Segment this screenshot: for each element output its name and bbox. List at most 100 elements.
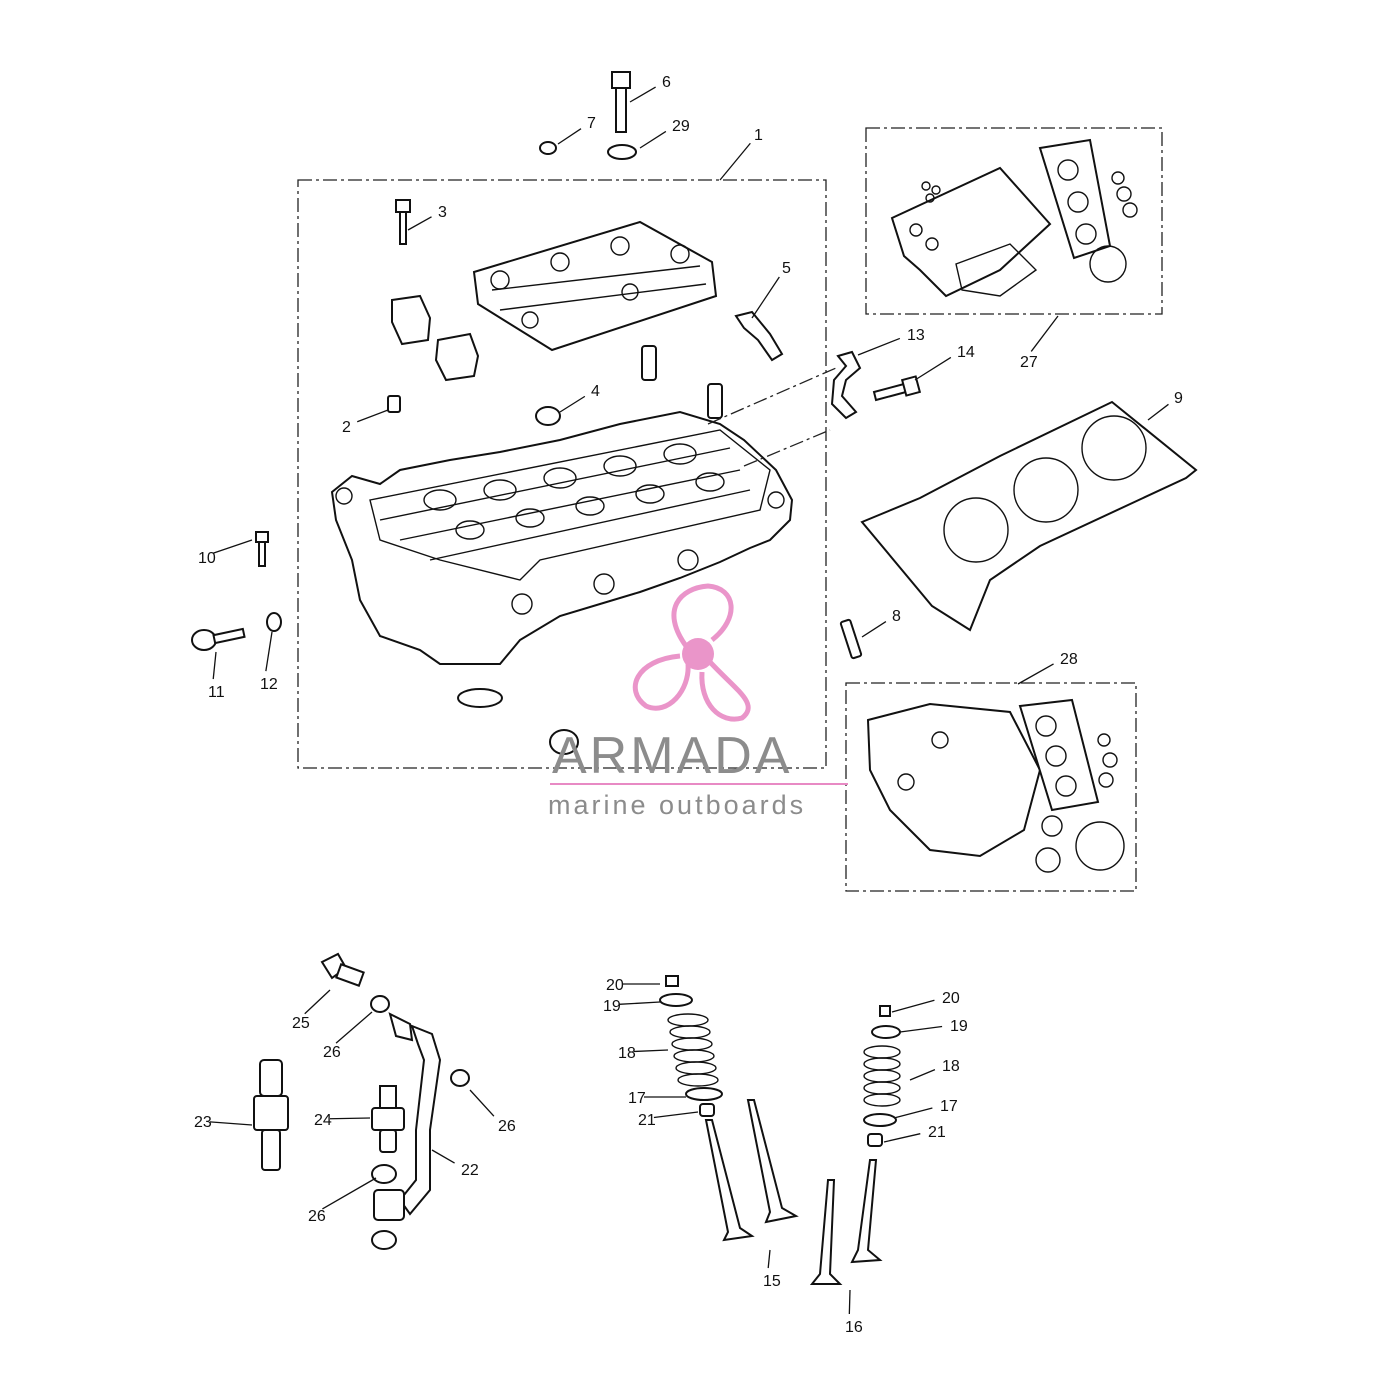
callout-label-c26c: 26 — [308, 1208, 326, 1225]
callout-label-c20: 20 — [606, 977, 624, 994]
callout-label-c6: 6 — [662, 74, 671, 91]
callout-leader-c14 — [914, 356, 952, 381]
cam-cap-right — [434, 332, 480, 382]
dowel-2-icon — [387, 395, 401, 413]
callout-leader-c10 — [213, 539, 253, 554]
callout-label-c11: 11 — [208, 684, 225, 701]
washer-12-icon — [266, 612, 282, 632]
callout-leader-c5 — [751, 276, 780, 319]
callout-leader-c26b — [469, 1089, 495, 1117]
callout-label-c14: 14 — [957, 344, 975, 361]
callout-leader-c20b — [891, 999, 935, 1013]
callout-label-c20b: 20 — [942, 990, 960, 1007]
callout-label-c3: 3 — [438, 204, 447, 221]
washer-29-icon — [607, 144, 637, 160]
callout-label-c23: 23 — [194, 1114, 212, 1131]
callout-leader-c25 — [304, 989, 331, 1015]
dowel-8-icon — [839, 618, 863, 660]
callout-label-c2: 2 — [342, 419, 351, 436]
callout-leader-c27 — [1030, 315, 1059, 352]
callout-leader-c15 — [767, 1249, 771, 1269]
cam-cap-left — [391, 294, 432, 346]
callout-label-c21: 21 — [638, 1112, 656, 1129]
callout-leader-c6 — [629, 86, 656, 103]
callout-label-c26a: 26 — [323, 1044, 341, 1061]
callout-label-c19b: 19 — [950, 1018, 968, 1035]
callout-label-c17b: 17 — [940, 1098, 958, 1115]
callout-label-c29: 29 — [672, 118, 690, 135]
sensor-23-icon — [253, 1059, 289, 1171]
callout-leader-c9 — [1147, 403, 1169, 421]
callout-leader-c24 — [329, 1117, 371, 1120]
callout-leader-c8 — [861, 620, 887, 638]
camshaft-carrier — [472, 220, 718, 352]
pipe-fitting-icon — [373, 1189, 405, 1221]
valve-train-exhaust — [809, 1005, 901, 1285]
callout-leader-c11 — [212, 651, 217, 680]
breather-pipe-5-icon — [734, 310, 784, 362]
callout-label-c26b: 26 — [498, 1118, 516, 1135]
callout-label-c18b: 18 — [942, 1058, 960, 1075]
callout-label-c21b: 21 — [928, 1124, 946, 1141]
callout-label-c19: 19 — [603, 998, 621, 1015]
callout-label-c27: 27 — [1020, 354, 1038, 371]
callout-leader-c29 — [639, 130, 667, 149]
callout-label-c17: 17 — [628, 1090, 646, 1107]
washer-7-icon — [539, 141, 557, 155]
gasket-set-28-box — [845, 682, 1137, 892]
callout-leader-c18b — [909, 1069, 936, 1081]
callout-label-c13: 13 — [907, 327, 925, 344]
callout-leader-c19b — [899, 1025, 943, 1033]
bolt-10-icon — [255, 531, 269, 567]
cylinder-head — [330, 410, 794, 665]
callout-label-c4: 4 — [591, 383, 600, 400]
gasket-set-27-icon — [890, 138, 1138, 298]
bolt-14-icon — [872, 375, 922, 402]
callout-label-c12: 12 — [260, 676, 278, 693]
callout-leader-c16 — [848, 1289, 851, 1315]
callout-leader-c21 — [653, 1111, 699, 1119]
bolt-3-icon — [395, 199, 411, 245]
o-ring-icon — [457, 688, 503, 708]
callout-leader-c22 — [431, 1149, 455, 1164]
callout-label-c1: 1 — [754, 127, 763, 144]
gasket-set-28-icon — [866, 698, 1125, 873]
callout-leader-c12 — [265, 631, 273, 672]
propeller-icon — [632, 583, 751, 722]
callout-label-c5: 5 — [782, 260, 791, 277]
callout-label-c22: 22 — [461, 1162, 479, 1179]
callout-leader-c13 — [857, 337, 901, 356]
callout-label-c8: 8 — [892, 608, 901, 625]
callout-leader-c1 — [719, 142, 751, 181]
cylinder-head-assembly-box — [297, 179, 827, 769]
watermark-brand: ARMADA — [552, 727, 792, 785]
callout-label-c28: 28 — [1060, 651, 1078, 668]
callout-label-c18: 18 — [618, 1045, 636, 1062]
callout-leader-c26a — [335, 1011, 373, 1044]
washer-26-icon — [370, 995, 390, 1013]
callout-label-c16: 16 — [845, 1319, 863, 1336]
callout-leader-c28 — [1017, 663, 1054, 685]
seal-4-icon — [535, 406, 561, 426]
valve-guide-icon-2 — [707, 383, 723, 419]
callout-label-c25: 25 — [292, 1015, 310, 1032]
callout-label-c15: 15 — [763, 1273, 781, 1290]
callout-leader-c19 — [618, 1001, 661, 1005]
callout-leader-c18 — [633, 1049, 669, 1053]
washer-26-icon-3 — [371, 1164, 397, 1184]
callout-leader-c21b — [883, 1133, 921, 1143]
callout-leader-c26c — [322, 1177, 377, 1210]
callout-label-c24: 24 — [314, 1112, 332, 1129]
hose-path-dashes — [707, 367, 837, 467]
head-gasket-9-icon — [860, 400, 1198, 632]
callout-leader-c4 — [559, 395, 586, 413]
callout-leader-c17b — [893, 1107, 933, 1119]
valve-train-inlet — [659, 975, 799, 1242]
watermark-tagline: marine outboards — [548, 790, 806, 820]
callout-leader-c3 — [407, 216, 432, 231]
sensor-11-icon — [191, 627, 246, 651]
callout-label-c7: 7 — [587, 115, 596, 132]
armada-watermark: ARMADA marine outboards — [548, 583, 848, 820]
